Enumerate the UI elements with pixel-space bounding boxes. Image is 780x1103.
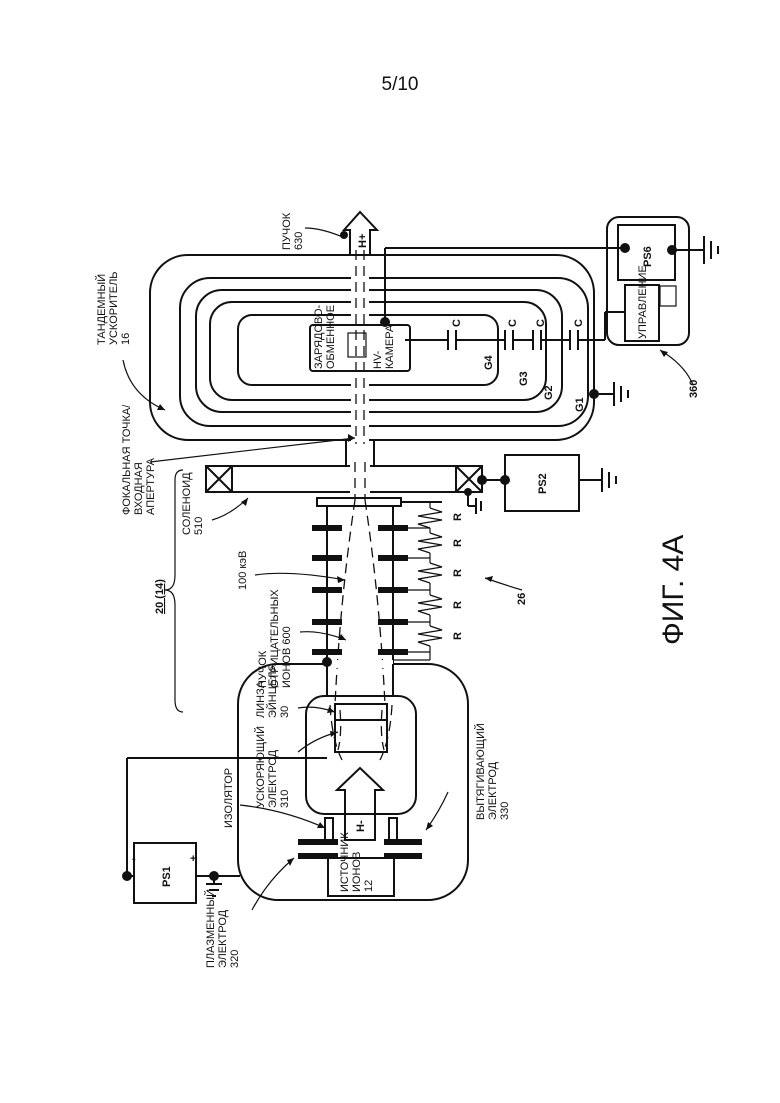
ps6-label: PS6 [642, 246, 654, 267]
resistor-label-2: R [452, 539, 464, 547]
plasma-electrode-label-3: 320 [229, 950, 241, 968]
stripping-label-b2: КАМЕРА [384, 324, 396, 369]
resistor-label-3: R [452, 569, 464, 577]
ps1-label: PS1 [161, 866, 173, 887]
svg-text:ИСТОЧНИК ИОНОВ 12: ИСТОЧНИК ИОНОВ 12 [339, 829, 375, 892]
svg-text:ЗАРЯДОВО- ОБМЕННОЕ: ЗАРЯДОВО- ОБМЕННОЕ [313, 302, 337, 369]
tandem-label-3: 16 [120, 333, 132, 345]
ion-source-label-1: ИСТОЧНИК [339, 832, 351, 892]
resistor-stack-ref: 26 [516, 593, 528, 605]
ps1-plus-sign: + [190, 853, 196, 865]
capacitor-chain [405, 328, 605, 352]
svg-text:ФОКАЛЬНАЯ ТОЧКА/ ВХОДНАЯ: ФОКАЛЬНАЯ ТОЧКА/ ВХОДНАЯ АПЕРТУРА [121, 402, 157, 515]
svg-text:ВЫТЯГИВАЮЩИЙ ЭЛЕКТРОД: ВЫТЯГИВАЮЩИЙ ЭЛЕКТРОД 330 [474, 720, 511, 820]
einzel-label-1: ЛИНЗА [255, 680, 267, 718]
shell-label-g3: G3 [518, 371, 530, 386]
shell-label-g2: G2 [543, 385, 555, 400]
tandem-label-1: ТАНДЕМНЫЙ [95, 274, 108, 345]
plasma-electrode-label-2: ЭЛЕКТРОД [217, 909, 229, 968]
g1-ground [594, 382, 628, 406]
einzel-label-2: ЭЙНЦЕЛЯ [266, 664, 279, 718]
control-ref: 360 [688, 380, 700, 398]
neg-ion-beam-label-3: ИОНОВ 600 [281, 626, 293, 688]
resistor-label-4: R [452, 601, 464, 609]
extraction-electrode-label-1: ВЫТЯГИВАЮЩИЙ [474, 723, 487, 820]
resistor-label-5: R [452, 632, 464, 640]
capacitor-label-3: C [535, 319, 547, 327]
output-beam-arrow: H+ [344, 212, 377, 255]
svg-text:СОЛЕНОИД 510: СОЛЕНОИД 510 [181, 469, 205, 535]
solenoid-label-1: СОЛЕНОИД [181, 472, 193, 535]
beam-630-label-2: 630 [293, 232, 305, 250]
svg-text:ТАНДЕМНЫЙ УСКОРИТЕЛЬ 1: ТАНДЕМНЫЙ УСКОРИТЕЛЬ 16 [95, 268, 132, 345]
focal-label-1: ФОКАЛЬНАЯ ТОЧКА/ [121, 404, 133, 515]
shell-label-g1: G1 [574, 397, 586, 412]
solenoid-510 [206, 462, 482, 500]
svg-text:ПУЧОК 630: ПУЧОК 630 [281, 210, 305, 250]
extraction-electrode-label-2: ЭЛЕКТРОД [487, 761, 499, 820]
control-label: УПРАВЛЕНИЕ [637, 265, 649, 339]
ion-source-label-3: 12 [363, 880, 375, 892]
resistor-label-1: R [452, 513, 464, 521]
h-minus-symbol: H- [355, 820, 367, 832]
focal-label-3: АПЕРТУРА [145, 457, 157, 515]
beam-630-label-1: ПУЧОК [281, 212, 293, 250]
tandem-label-2: УСКОРИТЕЛЬ [108, 271, 120, 345]
capacitor-label-1: C [451, 319, 463, 327]
svg-text:УСКОРЯЮЩИЙ ЭЛЕКТРОД 31: УСКОРЯЮЩИЙ ЭЛЕКТРОД 310 [254, 723, 291, 808]
shell-label-g4: G4 [483, 354, 495, 370]
stripping-label-a1: ЗАРЯДОВО- [313, 304, 325, 369]
focal-label-2: ВХОДНАЯ [133, 462, 145, 515]
capacitor-label-4: C [573, 319, 585, 327]
svg-text:HV- КАМЕРА: HV- КАМЕРА [372, 324, 396, 369]
tandem-accelerator [150, 250, 594, 444]
ps6-control-assembly [385, 217, 718, 345]
figure-caption: ФИГ. 4А [657, 535, 690, 645]
system-ref-label: 20 (14) [154, 579, 166, 614]
h-plus-symbol: H+ [357, 234, 369, 248]
plasma-electrode-label-1: ПЛАЗМЕННЫЙ [204, 889, 217, 968]
accel-electrode-label-3: 310 [279, 790, 291, 808]
page-number: 5/10 [382, 74, 419, 95]
accel-electrode-label-1: УСКОРЯЮЩИЙ [254, 726, 267, 808]
solenoid-label-2: 510 [193, 517, 205, 535]
capacitor-label-2: C [507, 319, 519, 327]
stripping-label-b1: HV- [372, 350, 384, 369]
svg-text:ПЛАЗМЕННЫЙ ЭЛЕКТРОД 32: ПЛАЗМЕННЫЙ ЭЛЕКТРОД 320 [204, 886, 241, 968]
einzel-label-3: 30 [279, 706, 291, 718]
ps2-label: PS2 [537, 473, 549, 494]
ps1-minus-sign: - [132, 853, 136, 865]
energy-100kev-label: 100 кэВ [237, 551, 249, 590]
insulator-label: ИЗОЛЯТОР [223, 768, 235, 828]
ion-source-label-2: ИОНОВ [351, 852, 363, 892]
stripping-label-a2: ОБМЕННОЕ [325, 305, 337, 369]
extraction-electrode-label-3: 330 [499, 802, 511, 820]
